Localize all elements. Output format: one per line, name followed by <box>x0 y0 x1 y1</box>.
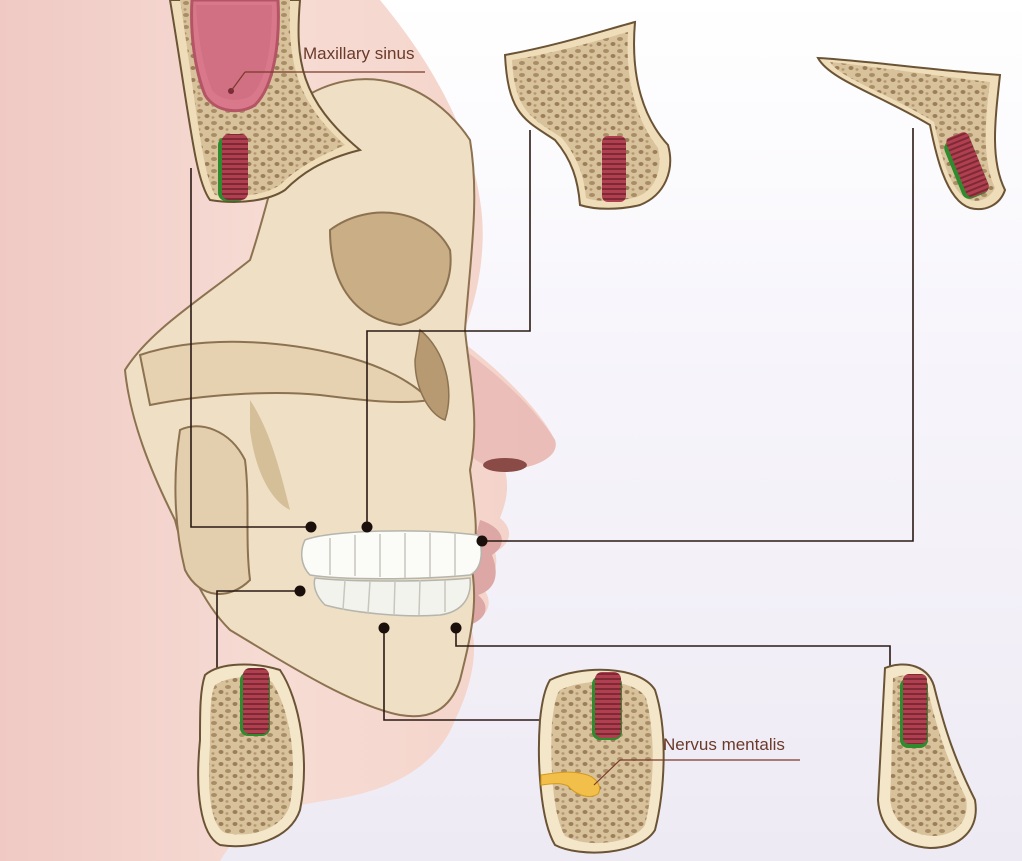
dental-implant-icon <box>900 674 928 748</box>
anchor-dot <box>379 623 390 634</box>
dental-implant-icon <box>592 672 622 740</box>
anchor-dot <box>295 586 306 597</box>
nostril <box>483 458 527 472</box>
anchor-dot <box>451 623 462 634</box>
anchor-dot <box>477 536 488 547</box>
maxillary-sinus-label: Maxillary sinus <box>303 44 414 64</box>
bone-cross-section-mandibular-molar <box>198 665 304 847</box>
dental-implant-icon <box>602 136 626 202</box>
anchor-dot <box>306 522 317 533</box>
nervus-mentalis-label: Nervus mentalis <box>663 735 785 755</box>
dental-implant-icon <box>240 668 270 736</box>
dental-implant-icon <box>218 134 248 201</box>
anchor-dot <box>362 522 373 533</box>
teeth <box>302 531 482 616</box>
